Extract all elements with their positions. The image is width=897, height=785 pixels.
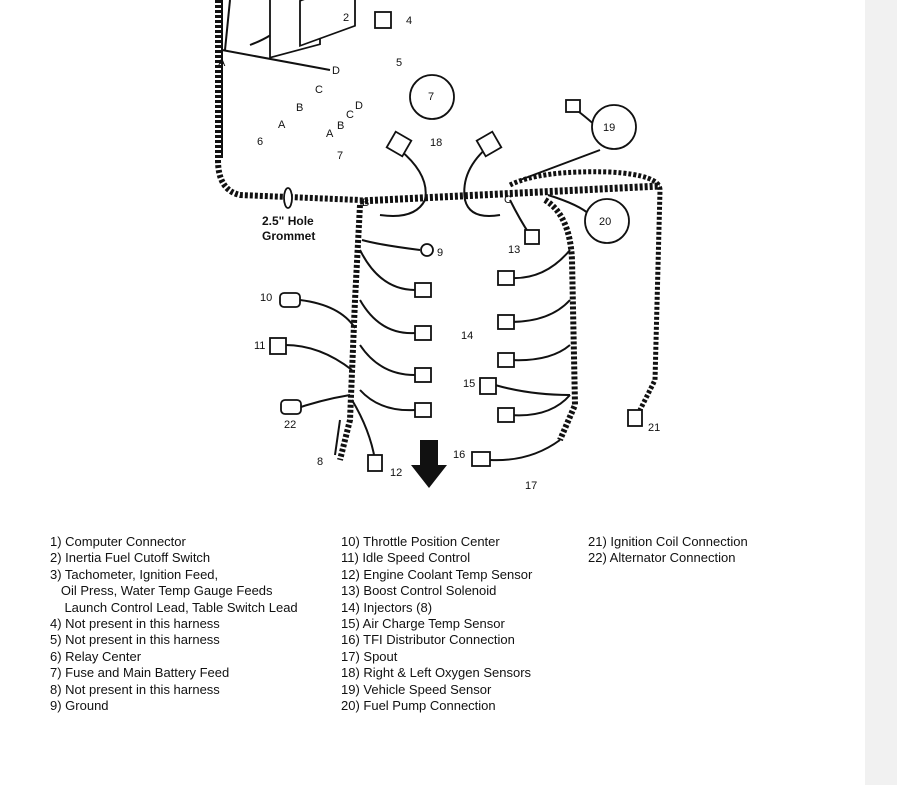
legend-item: 10) Throttle Position Center bbox=[341, 534, 500, 549]
connector-letter: D bbox=[332, 65, 340, 77]
callout-label: 4 bbox=[406, 15, 412, 27]
callout-label: 11 bbox=[254, 340, 265, 352]
callout-label: 13 bbox=[508, 244, 520, 256]
legend-item: 17) Spout bbox=[341, 648, 398, 664]
callout-label: 18 bbox=[430, 137, 442, 149]
legend-item: 16) TFI Distributor Connection bbox=[341, 632, 515, 648]
legend-item: 1) Computer Connector bbox=[50, 534, 186, 549]
connector-letter: C bbox=[504, 194, 512, 206]
legend-item: 6) Relay Center bbox=[50, 648, 142, 664]
callout-label: 5 bbox=[396, 57, 402, 69]
grommet-label: Grommet bbox=[262, 229, 315, 243]
connector-letter: A bbox=[278, 119, 286, 131]
callout-label: 8 bbox=[317, 456, 323, 468]
legend-item: 8) Not present in this harness bbox=[50, 681, 220, 697]
grommet-label: 2.5" Hole bbox=[262, 214, 314, 228]
legend-item: 20) Fuel Pump Connection bbox=[341, 698, 496, 714]
callout-label: 19 bbox=[603, 122, 615, 134]
legend-item: 11) Idle Speed Control bbox=[341, 550, 471, 566]
callout-label: 6 bbox=[257, 136, 263, 148]
connector-letter: B bbox=[296, 102, 303, 114]
callout-label: 21 bbox=[648, 422, 660, 434]
connector-letter: C bbox=[346, 109, 354, 121]
connector-letter: A bbox=[218, 57, 226, 69]
callout-label: 7 bbox=[428, 91, 434, 103]
callout-label: 12 bbox=[390, 467, 402, 479]
legend-item: Oil Press, Water Temp Gauge Feeds bbox=[50, 583, 273, 599]
legend-item: Launch Control Lead, Table Switch Lead bbox=[50, 599, 298, 615]
connector-letter: D bbox=[355, 100, 363, 112]
legend-item: 13) Boost Control Solenoid bbox=[341, 583, 497, 599]
callout-label: 10 bbox=[260, 292, 272, 304]
callout-label: 17 bbox=[525, 480, 537, 492]
callout-label: 16 bbox=[453, 449, 465, 461]
callout-label: 22 bbox=[284, 419, 296, 431]
legend-item: 4) Not present in this harness bbox=[50, 616, 220, 632]
callout-label: 14 bbox=[461, 330, 473, 342]
legend-item: 3) Tachometer, Ignition Feed, bbox=[50, 566, 219, 582]
callout-label: 7 bbox=[337, 150, 343, 162]
legend-item: 5) Not present in this harness bbox=[50, 632, 220, 648]
callout-label: 2 bbox=[343, 12, 349, 24]
connector-letter: A bbox=[326, 128, 334, 140]
legend-item: 21) Ignition Coil Connection bbox=[588, 534, 748, 549]
document-page: 2 4 5 6 7 7 18 19 20 13 9 10 11 14 15 21… bbox=[50, 0, 748, 714]
legend-item: 19) Vehicle Speed Sensor bbox=[341, 681, 492, 697]
connector-letter: B bbox=[337, 120, 344, 132]
legend-item: 14) Injectors (8) bbox=[341, 599, 433, 615]
connector-letter: C bbox=[315, 84, 323, 96]
callout-label: 20 bbox=[599, 216, 611, 228]
legend-item: 22) Alternator Connection bbox=[588, 550, 736, 566]
legend-item: 12) Engine Coolant Temp Sensor bbox=[341, 566, 533, 582]
legend-item: 9) Ground bbox=[50, 698, 109, 714]
vertical-scrollbar[interactable] bbox=[865, 0, 897, 785]
legend-item: 7) Fuse and Main Battery Feed bbox=[50, 665, 230, 681]
legend-item: 2) Inertia Fuel Cutoff Switch bbox=[50, 550, 211, 566]
connector-letter: B bbox=[362, 197, 369, 209]
callout-label: 15 bbox=[463, 378, 475, 390]
callout-label: 9 bbox=[437, 247, 443, 259]
legend-item: 18) Right & Left Oxygen Sensors bbox=[341, 665, 532, 681]
legend-item: 15) Air Charge Temp Sensor bbox=[341, 616, 505, 632]
wiring-harness-diagram: 2 4 5 6 7 7 18 19 20 13 9 10 11 14 15 21… bbox=[215, 0, 663, 492]
